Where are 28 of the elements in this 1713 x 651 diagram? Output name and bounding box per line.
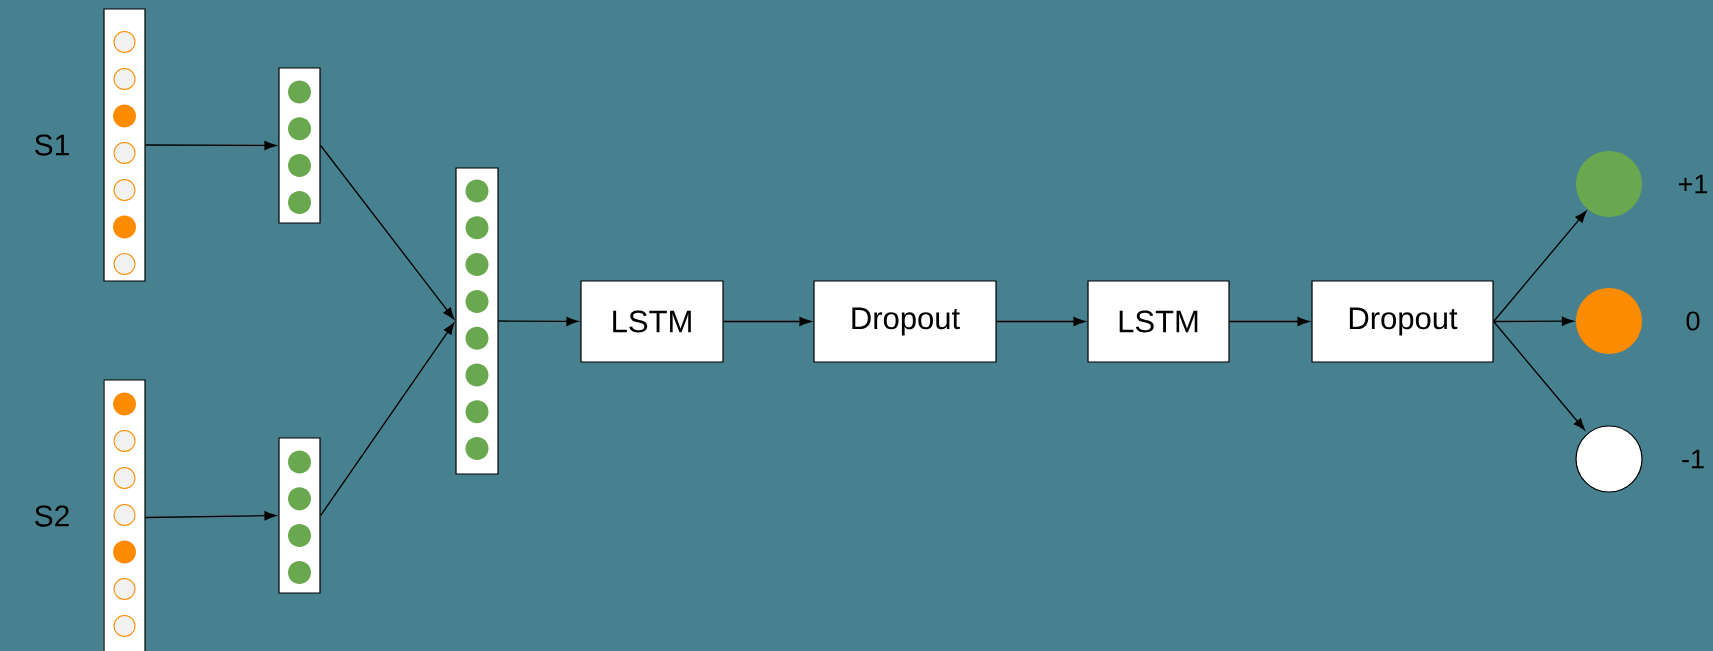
vector-drawing [455,167,499,475]
layer-box: Dropout [1311,280,1494,363]
arrow [1492,320,1585,431]
arrow [1492,210,1587,323]
side-label: S2 [35,505,69,527]
vector-drawing [278,67,321,224]
side-label: 0 [1686,311,1700,331]
output-circle [1575,425,1643,493]
layer-box: Dropout [813,280,997,363]
layer-box: LSTM [1087,280,1230,363]
arrow [722,316,812,327]
arrow [319,144,455,320]
arrow [1492,316,1574,326]
vector-drawing [103,379,146,651]
arrow [497,316,579,326]
arrow [144,511,277,521]
vector-drawing [278,437,321,594]
side-label: +1 [1678,174,1708,194]
arrow [144,140,277,150]
side-label: -1 [1682,449,1704,469]
output-circle [1576,151,1642,217]
arrow [995,316,1086,327]
output-circle [1576,288,1642,354]
layer-box: LSTM [580,280,724,363]
side-label: S1 [35,134,69,156]
arrow [319,322,455,517]
arrow [1228,316,1310,327]
vector-drawing [103,8,146,282]
